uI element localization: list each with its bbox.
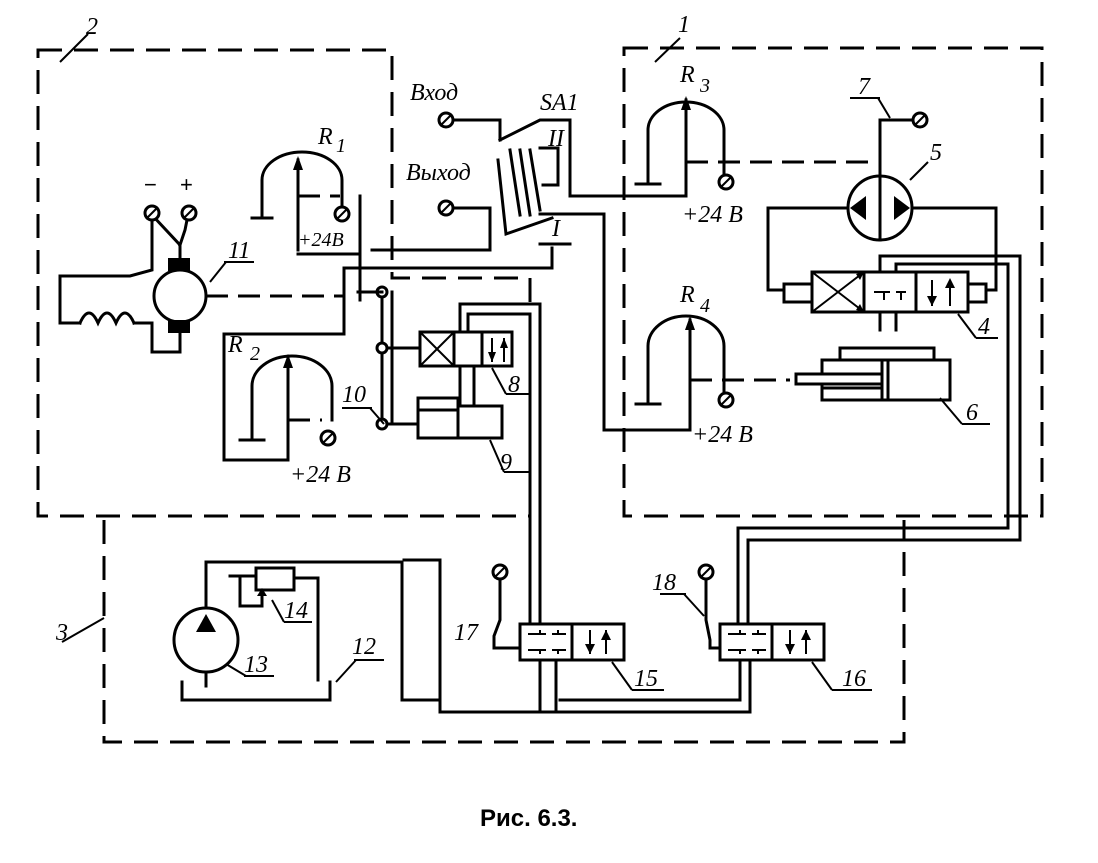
linkage-10 <box>356 248 422 431</box>
valve-4-label: 4 <box>978 314 990 340</box>
pin-7-label: 7 <box>858 74 871 100</box>
block-3-label: 3 <box>55 620 68 646</box>
tank-12-label: 12 <box>352 634 376 660</box>
r1-index: 1 <box>336 135 346 157</box>
valve-16-label: 16 <box>842 666 866 692</box>
v24-r3-label: +24 В <box>682 202 743 228</box>
cylinder-6 <box>794 346 952 402</box>
r2-letter: R <box>227 332 243 358</box>
pin-17-label: 17 <box>454 620 479 646</box>
valve-15 <box>402 558 752 714</box>
r4-letter: R <box>679 282 695 308</box>
plus-terminal-label: + <box>180 172 193 197</box>
cylinder-6-label: 6 <box>966 400 978 426</box>
switch-sa1-label: SA1 <box>540 90 579 116</box>
block-2-boundary <box>36 48 532 518</box>
motor-5-label: 5 <box>930 140 942 166</box>
block-1-label: 1 <box>678 12 690 38</box>
switch-sa1 <box>370 98 692 432</box>
r3-index: 3 <box>699 75 710 97</box>
valve-15-label: 15 <box>634 666 658 692</box>
v24-r1-label: +24В <box>298 229 344 251</box>
block-3-boundary <box>102 520 906 744</box>
block-2-label: 2 <box>86 14 98 40</box>
output-terminal-label: Выход <box>406 160 471 186</box>
minus-terminal-label: − <box>144 172 157 197</box>
dc-motor-11 <box>58 204 345 354</box>
resistor-r2 <box>222 246 554 462</box>
cylinder-9 <box>416 396 504 440</box>
hydraulic-motor-5 <box>766 111 998 292</box>
valve-4 <box>736 254 1022 628</box>
valve-8 <box>418 302 542 630</box>
pump-13-label: 13 <box>244 652 268 678</box>
block-boundaries <box>36 33 1044 744</box>
resistor-r3 <box>634 96 876 191</box>
r4-index: 4 <box>700 295 710 317</box>
resistor-r4 <box>634 314 790 432</box>
resistor-r1 <box>250 150 362 256</box>
valve-16 <box>558 578 826 714</box>
valve-8-label: 8 <box>508 372 520 398</box>
r1-letter: R <box>317 124 333 150</box>
v24-r4-label: +24 В <box>692 422 753 448</box>
switch-pos-2-label: II <box>547 126 565 152</box>
relief-14-label: 14 <box>284 598 308 624</box>
figure-caption: Рис. 6.3. <box>480 805 577 832</box>
linkage-10-label: 10 <box>342 382 366 408</box>
pump-13 <box>172 560 442 702</box>
input-terminal-label: Вход <box>410 80 458 106</box>
r3-letter: R <box>679 62 695 88</box>
r2-index: 2 <box>250 343 260 365</box>
v24-r2-label: +24 В <box>290 462 351 488</box>
switch-pos-1-label: I <box>551 216 561 242</box>
block-1-boundary <box>622 46 1044 518</box>
motor-11-label: 11 <box>228 238 250 264</box>
pin-18-label: 18 <box>652 570 676 596</box>
tank-12 <box>180 680 332 702</box>
relief-valve-14 <box>228 566 320 682</box>
